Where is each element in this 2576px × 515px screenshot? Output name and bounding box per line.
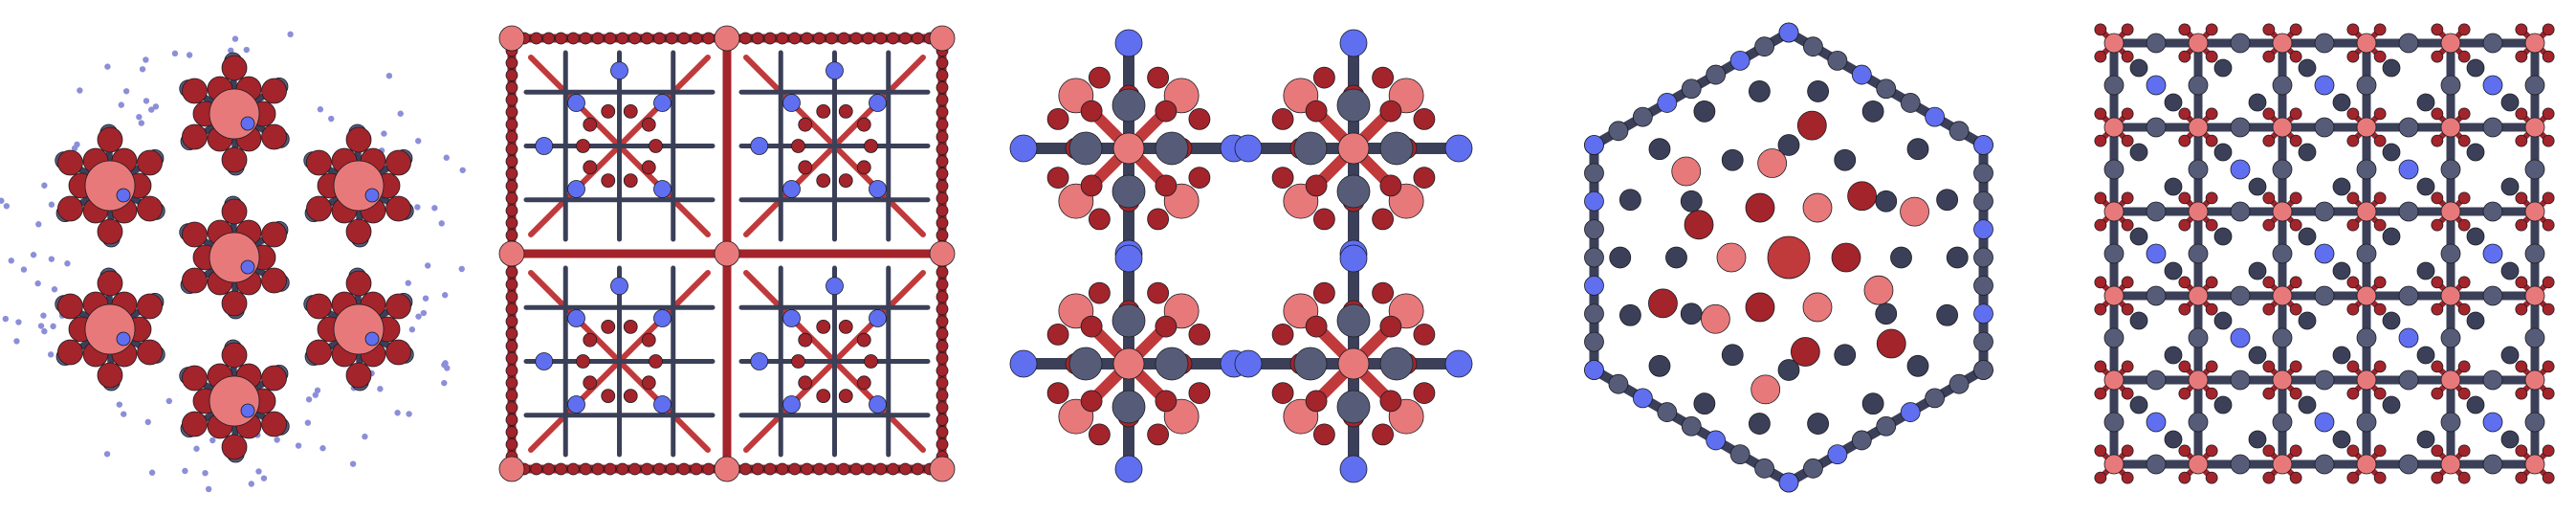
molecular-structure-image-3 [1009,29,1473,483]
molecular-structure-image-2 [498,25,956,482]
panel-four-node-cross [1004,0,1483,515]
panel-square-lattice [2085,0,2576,515]
panel-hexagonal-cage [1530,0,2047,515]
molecular-structure-image-5 [2094,23,2555,484]
panel-hexagonal-cluster [0,0,469,515]
molecular-structure-image-1 [0,31,466,493]
molecular-structure-image-4 [1584,22,1993,493]
panel-cubic-grid [488,0,966,515]
